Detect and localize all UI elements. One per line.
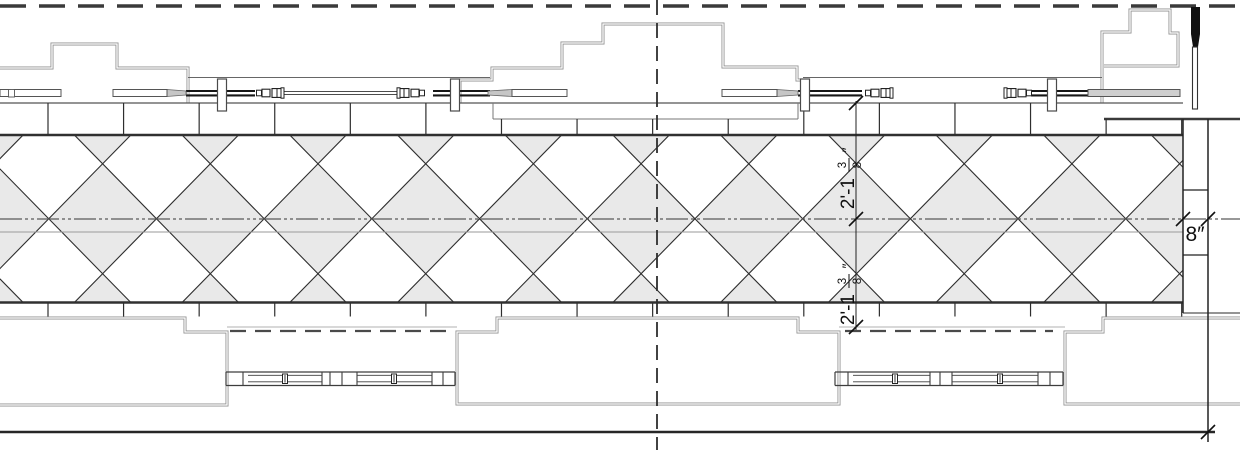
hatch-gray-triangle-bottom (288, 273, 348, 303)
joint-ticks (47, 103, 1183, 317)
dim-inch-mark: ″ (839, 263, 855, 268)
hatch-gray-triangle-bottom (503, 273, 563, 303)
hatch-gray-triangle-top (1042, 135, 1102, 165)
dim-8in-text: 8″ (1185, 223, 1205, 246)
panel-bottom-left (0, 316, 229, 407)
dim-fraction-numerator: 3 (837, 162, 849, 168)
rail-assembly (834, 371, 1064, 387)
glazing-bar (13, 89, 62, 97)
panel-bottom-right (1063, 316, 1240, 406)
hatch-gray-triangle-top (288, 135, 348, 165)
patch-fitting (1003, 87, 1032, 99)
hatch-gray-triangle-top (719, 135, 779, 165)
mullion (1046, 78, 1058, 112)
hatch-gray-triangle-top (611, 135, 671, 165)
dim-fraction-denominator: 8 (852, 278, 864, 284)
hatch-gray-triangle-top (73, 135, 133, 165)
parapet-left (0, 42, 190, 103)
glazing-strip (0, 78, 1181, 112)
glazing-bar (112, 89, 168, 97)
dim-fraction-denominator: 8 (852, 162, 864, 168)
mullion (216, 78, 228, 112)
glazing-taper (487, 89, 513, 97)
hatch-gray-triangle-bottom (0, 278, 25, 303)
hatch-gray-triangle-top (180, 135, 240, 165)
hatch-gray-diamond (0, 169, 49, 269)
dim-fraction-numerator: 3 (837, 278, 849, 284)
pier-center (458, 22, 805, 103)
hatch-gray-triangle-bottom (1042, 273, 1102, 303)
hatch-gray-triangle-bottom (611, 273, 671, 303)
patch-fitting (256, 87, 285, 99)
panel-bottom-center (455, 316, 841, 406)
glazing-taper (166, 89, 187, 97)
hatch-gray-triangle-bottom (396, 273, 456, 303)
patch-fitting (396, 87, 425, 99)
glazing-bar (511, 89, 568, 97)
parapet-right (1100, 8, 1180, 103)
patch-fitting (865, 87, 894, 99)
hatch-gray-triangle-top (396, 135, 456, 165)
hatch-gray-triangle-bottom (180, 273, 240, 303)
rail-assembly (225, 371, 456, 387)
hatch-gray-triangle-bottom (719, 273, 779, 303)
hatch-gray-triangle-top (503, 135, 563, 165)
dim-feet-text: 2'-1 (838, 178, 859, 209)
hatch-gray-triangle-top (0, 135, 25, 160)
hatch-gray-triangle-bottom (73, 273, 133, 303)
hatch-gray-triangle-bottom (934, 273, 994, 303)
structure-lines (0, 77, 1240, 442)
mullion (449, 78, 461, 112)
glazing-joint (8, 89, 15, 98)
dim-inch-mark: ″ (839, 147, 855, 152)
glazing-taper (776, 89, 799, 97)
dim-feet-text: 2'-1 (838, 294, 859, 325)
expansion-joint-bar (1191, 7, 1200, 110)
glazing-bar (721, 89, 778, 97)
dimension-8in: 8″ (1175, 211, 1216, 440)
glazing-bar (1087, 89, 1181, 97)
mullion (799, 78, 811, 112)
hatch-gray-triangle-top (934, 135, 994, 165)
hatch-band-edges (0, 133, 1183, 304)
panel-outlines (0, 8, 1240, 407)
